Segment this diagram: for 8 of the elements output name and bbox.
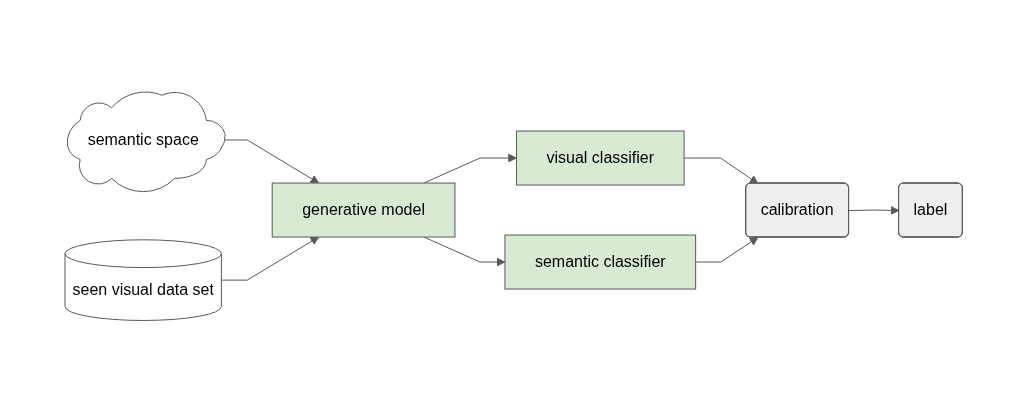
arrow <box>220 236 319 281</box>
arrow <box>694 236 759 263</box>
arrow <box>848 205 900 215</box>
node-box: generative model <box>271 182 456 238</box>
node-box: visual classifier <box>515 130 685 186</box>
arrow <box>683 157 759 184</box>
node-box: semantic classifier <box>504 234 696 290</box>
arrow <box>423 236 506 267</box>
